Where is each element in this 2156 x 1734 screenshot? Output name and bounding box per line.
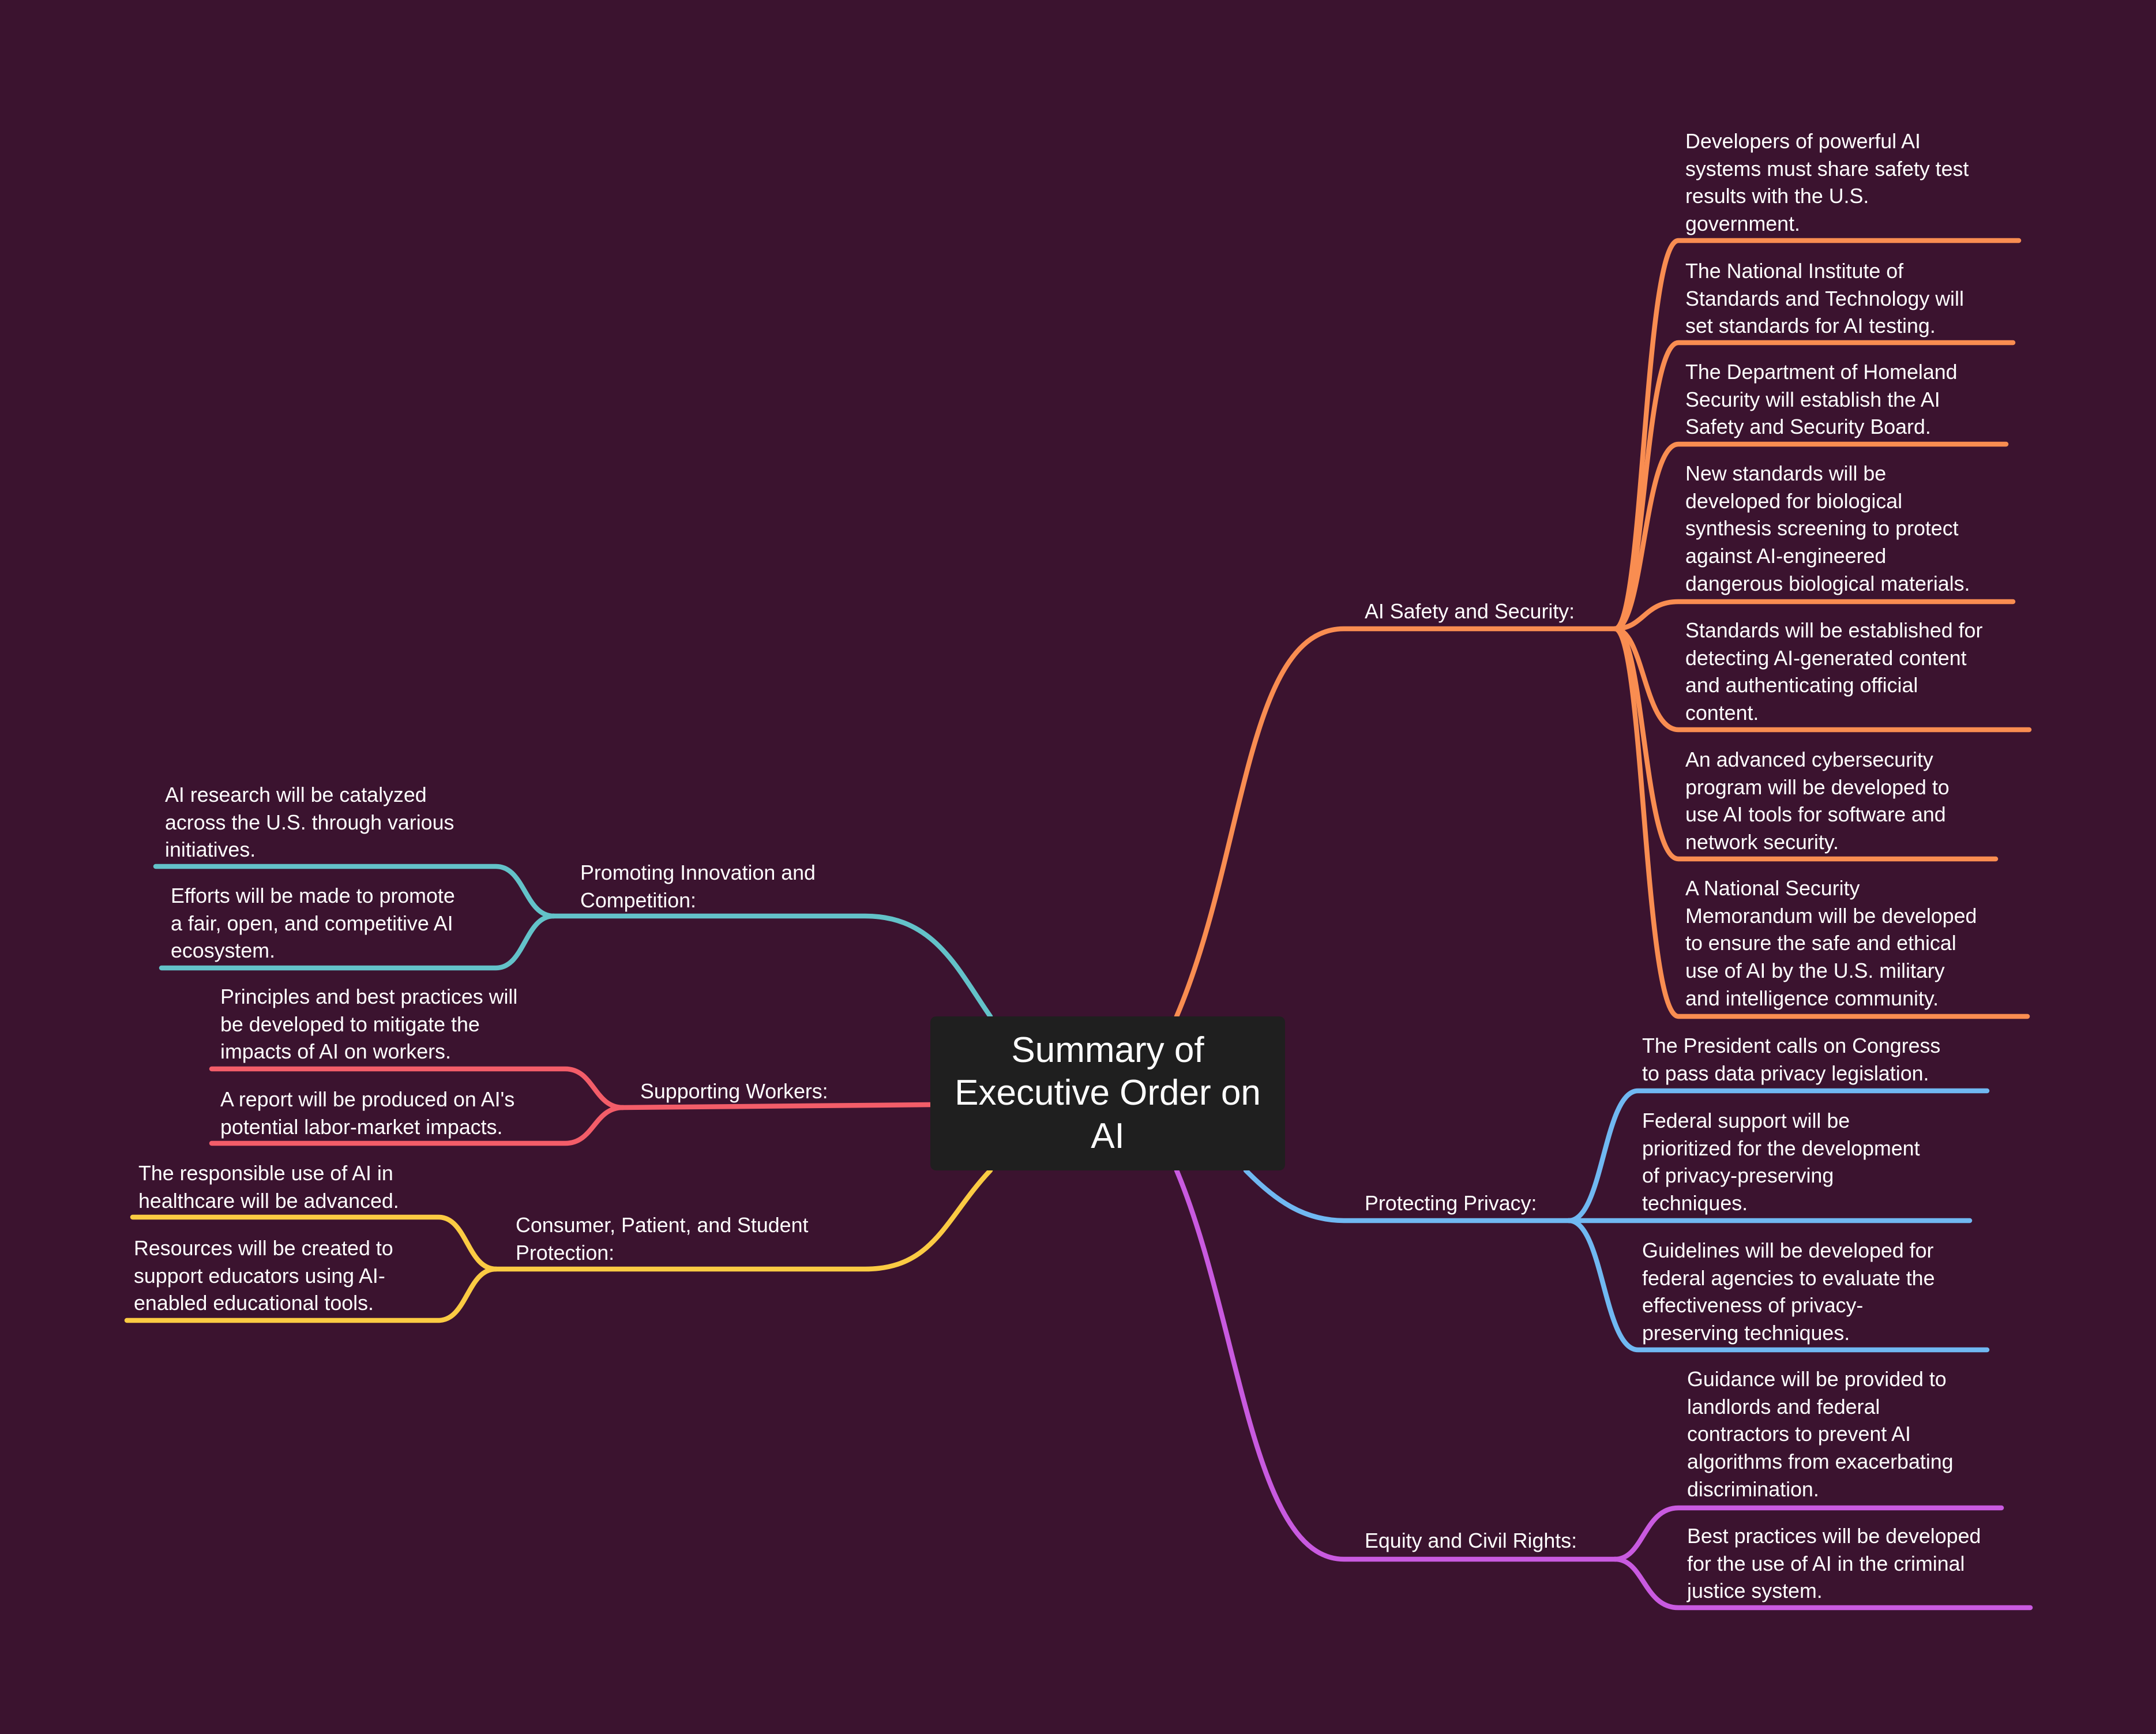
- leaf-privacy-3[interactable]: Guidelines will be developed for federal…: [1642, 1239, 1935, 1345]
- connector-consumer: [493, 1168, 993, 1272]
- branch-workers-label[interactable]: Supporting Workers:: [640, 1080, 828, 1103]
- leaf-equity-2[interactable]: Best practices will be developed for the…: [1687, 1525, 1981, 1603]
- central-topic-title: Summary of Executive Order on AI: [955, 1030, 1261, 1156]
- branch-consumer-label[interactable]: Consumer, Patient, and Student Protectio…: [516, 1214, 809, 1264]
- central-topic[interactable]: Summary of Executive Order on AI: [930, 1016, 1285, 1170]
- connector-safety: [1174, 626, 1618, 1019]
- leaf-innovation-1[interactable]: AI research will be catalyzed across the…: [165, 783, 455, 862]
- leaf-consumer-2[interactable]: Resources will be created to support edu…: [134, 1237, 393, 1315]
- leaf-workers-1[interactable]: Principles and best practices will be de…: [220, 985, 518, 1064]
- branch-equity-label[interactable]: Equity and Civil Rights:: [1365, 1529, 1577, 1552]
- leaf-innovation-2[interactable]: Efforts will be made to promote a fair, …: [171, 884, 455, 963]
- leaf-workers-2[interactable]: A report will be produced on AI's potent…: [220, 1088, 515, 1139]
- leaf-safety-2[interactable]: The National Institute of Standards and …: [1685, 260, 1964, 338]
- leaf-consumer-1[interactable]: The responsible use of AI in healthcare …: [138, 1162, 399, 1213]
- leaf-safety-6[interactable]: An advanced cybersecurity program will b…: [1685, 748, 1950, 854]
- connector-innovation: [551, 913, 993, 1019]
- leaf-safety-5[interactable]: Standards will be established for detect…: [1685, 619, 1983, 725]
- leaf-safety-7[interactable]: A National Security Memorandum will be d…: [1685, 877, 1977, 1010]
- connector-equity: [1174, 1168, 1618, 1562]
- leaf-safety-4[interactable]: New standards will be developed for biol…: [1685, 462, 1970, 595]
- leaf-safety-3[interactable]: The Department of Homeland Security will…: [1685, 361, 1958, 439]
- connector-workers: [620, 1102, 933, 1110]
- leaf-safety-1[interactable]: Developers of powerful AI systems must s…: [1685, 130, 1969, 236]
- leaf-privacy-1[interactable]: The President calls on Congress to pass …: [1642, 1034, 1941, 1085]
- branch-privacy-label[interactable]: Protecting Privacy:: [1365, 1192, 1537, 1215]
- branch-innovation-label[interactable]: Promoting Innovation and Competition:: [580, 861, 816, 912]
- connector-privacy: [1243, 1168, 1572, 1223]
- leaf-privacy-2[interactable]: Federal support will be prioritized for …: [1642, 1109, 1920, 1215]
- leaf-equity-1[interactable]: Guidance will be provided to landlords a…: [1687, 1368, 1954, 1501]
- branch-safety-label[interactable]: AI Safety and Security:: [1365, 600, 1575, 623]
